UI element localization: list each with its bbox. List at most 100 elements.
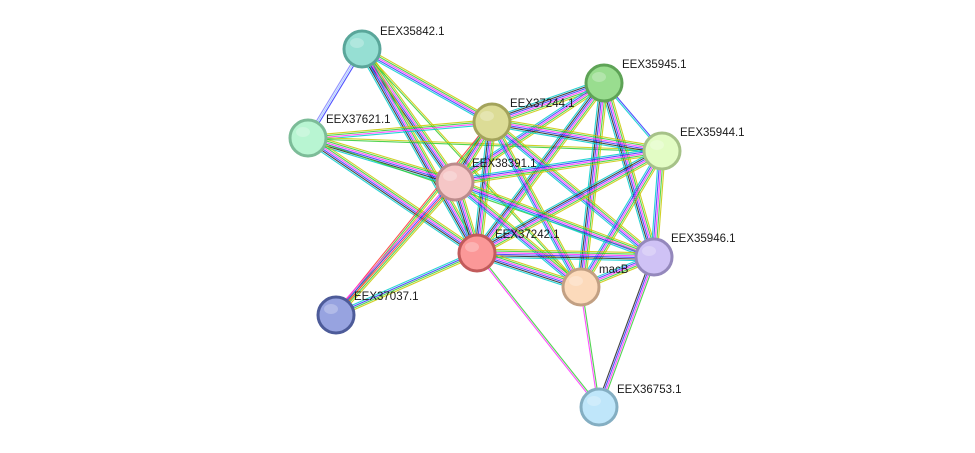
edge-EEX35944.1-macB: [577, 149, 666, 289]
edge-evidence-line: [492, 119, 663, 150]
node-circle[interactable]: [457, 233, 497, 273]
node-circle[interactable]: [472, 102, 512, 142]
edge-evidence-line: [475, 148, 662, 252]
edge-evidence-line: [360, 49, 492, 124]
edge-evidence-line: [456, 85, 607, 186]
edge-macB-EEX36753.1: [579, 286, 601, 408]
node-circle[interactable]: [561, 267, 601, 307]
edge-evidence-line: [475, 253, 599, 408]
node-EEX35946.1[interactable]: EEX35946.1: [634, 233, 736, 277]
edge-evidence-line: [491, 125, 662, 156]
edge-evidence-line: [577, 149, 660, 286]
node-label: EEX37621.1: [326, 114, 391, 126]
edge-evidence-line: [455, 153, 663, 186]
edge-EEX35944.1-EEX37242.1: [474, 147, 665, 257]
node-label: EEX37037.1: [354, 291, 419, 303]
edge-evidence-line: [452, 184, 580, 290]
edge-evidence-line: [581, 286, 601, 407]
node-label: EEX38391.1: [472, 158, 537, 170]
node-EEX35944.1[interactable]: EEX35944.1: [642, 127, 745, 171]
edge-evidence-line: [455, 180, 583, 287]
edge-evidence-line: [601, 83, 653, 258]
edge-evidence-line: [597, 256, 654, 407]
edge-evidence-line: [453, 184, 654, 261]
edge-evidence-line: [336, 253, 478, 317]
edge-evidence-line: [305, 140, 476, 257]
edge-evidence-line: [359, 50, 454, 184]
edge-evidence-line: [360, 51, 491, 126]
edge-EEX37621.1-EEX37242.1: [305, 134, 480, 257]
edge-evidence-line: [455, 152, 663, 185]
edge-evidence-line: [363, 45, 494, 120]
edge-evidence-line: [490, 122, 654, 259]
edge-evidence-line: [309, 134, 480, 251]
node-highlight: [465, 242, 479, 252]
edge-evidence-line: [488, 123, 579, 289]
edge-evidence-line: [476, 253, 654, 259]
edge-evidence-line: [454, 147, 662, 180]
edge-evidence-line: [360, 49, 455, 183]
edge-evidence-line: [306, 139, 476, 256]
edge-evidence-line: [308, 135, 456, 181]
node-circle[interactable]: [342, 29, 382, 69]
edge-evidence-line: [362, 47, 494, 122]
node-EEX35842.1[interactable]: EEX35842.1: [342, 26, 445, 69]
node-circle[interactable]: [642, 131, 682, 171]
edge-EEX38391.1-macB: [452, 179, 584, 290]
node-circle[interactable]: [579, 387, 619, 427]
node-label: EEX37244.1: [510, 98, 575, 110]
node-macB[interactable]: macB: [561, 264, 629, 307]
edge-evidence-line: [362, 48, 479, 253]
edge-EEX35945.1-EEX37244.1: [490, 78, 606, 127]
node-circle[interactable]: [634, 237, 674, 277]
node-highlight: [443, 171, 457, 181]
edge-evidence-line: [308, 123, 493, 141]
node-circle[interactable]: [584, 63, 624, 103]
node-label: EEX37242.1: [495, 229, 560, 241]
edge-evidence-line: [492, 120, 663, 151]
edge-evidence-line: [473, 80, 602, 251]
edges-layer: [305, 45, 666, 409]
edge-evidence-line: [336, 182, 457, 317]
edge-evidence-line: [492, 84, 605, 125]
edge-EEX37244.1-EEX37242.1: [472, 121, 497, 254]
edge-evidence-line: [480, 122, 497, 254]
edge-evidence-line: [454, 150, 663, 183]
edge-evidence-line: [477, 151, 663, 255]
edge-evidence-line: [307, 139, 455, 185]
edge-evidence-line: [491, 123, 662, 154]
edge-EEX37244.1-EEX35946.1: [489, 119, 657, 260]
node-highlight: [480, 111, 494, 121]
edge-EEX35945.1-EEX35946.1: [599, 81, 659, 259]
edge-EEX35842.1-EEX37244.1: [360, 45, 494, 126]
node-EEX37037.1[interactable]: EEX37037.1: [316, 291, 419, 335]
node-circle[interactable]: [435, 162, 475, 202]
edge-evidence-line: [583, 152, 666, 289]
edge-evidence-line: [358, 50, 474, 256]
node-EEX38391.1[interactable]: EEX38391.1: [435, 158, 537, 202]
edge-evidence-line: [477, 248, 655, 254]
node-label: EEX36753.1: [617, 384, 682, 396]
edge-evidence-line: [476, 149, 662, 253]
node-EEX35945.1[interactable]: EEX35945.1: [584, 59, 687, 103]
edge-evidence-line: [493, 86, 606, 127]
node-circle[interactable]: [316, 295, 356, 335]
edge-evidence-line: [491, 121, 655, 258]
edge-evidence-line: [477, 250, 655, 256]
edge-evidence-line: [474, 147, 661, 250]
node-EEX37621.1[interactable]: EEX37621.1: [288, 114, 391, 158]
edge-evidence-line: [308, 136, 478, 253]
edge-evidence-line: [477, 251, 655, 257]
node-EEX36753.1[interactable]: EEX36753.1: [579, 384, 682, 427]
edge-evidence-line: [489, 124, 653, 260]
node-EEX37242.1[interactable]: EEX37242.1: [457, 229, 560, 273]
edge-evidence-line: [452, 79, 603, 180]
node-circle[interactable]: [288, 118, 328, 158]
edge-EEX37242.1-EEX36753.1: [475, 252, 601, 408]
edge-evidence-line: [361, 48, 493, 123]
edge-evidence-line: [455, 179, 655, 257]
edge-evidence-line: [478, 154, 665, 257]
edge-evidence-line: [477, 122, 494, 254]
node-EEX37244.1[interactable]: EEX37244.1: [472, 98, 575, 142]
